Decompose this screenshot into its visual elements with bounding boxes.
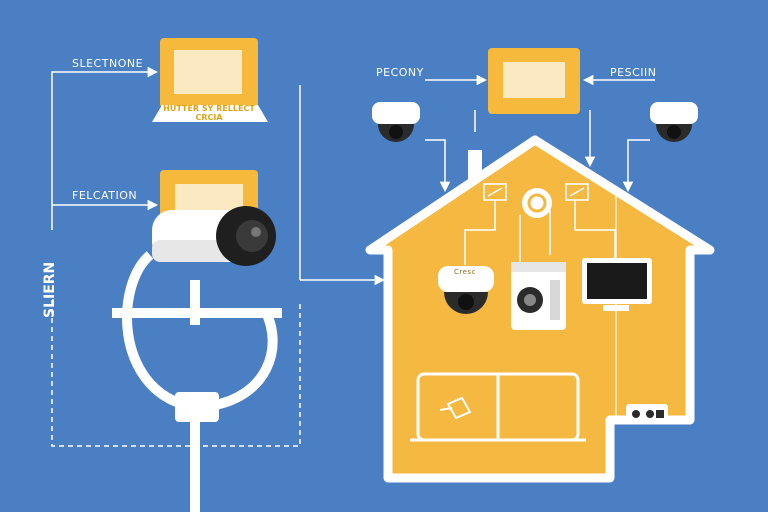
hub-screen-icon [488,48,580,114]
house-wiring [464,200,616,265]
device-label-top-center-left: PECONY [376,66,424,79]
dome-camera-icon [438,266,494,314]
sensor-icon [483,183,589,201]
dome-camera-icon [650,102,698,142]
device-label-top-center-right: PESCIIN [610,66,657,79]
camera-badge: Cresc [454,268,476,276]
laptop-icon [152,38,268,122]
left-connectors [51,66,386,447]
lamp-icon [439,396,472,420]
router-icon [626,404,668,424]
laptop-caption: HUTTER SY RELLECT CRCIA [163,104,255,122]
side-vertical-label: SLIERN [42,261,58,318]
top-connectors [425,74,655,193]
dome-camera-icon [372,102,420,142]
bullet-camera-icon [152,206,276,266]
device-label-top-left: SLECTNONE [72,57,144,70]
smart-speaker-icon [522,188,552,218]
sofa-icon [410,372,586,442]
tv-icon [582,258,652,311]
pole-mount [175,392,219,422]
smart-hub-icon [511,262,566,330]
device-label-mid-left: FELCATION [72,189,138,202]
camera-pole [112,251,282,512]
